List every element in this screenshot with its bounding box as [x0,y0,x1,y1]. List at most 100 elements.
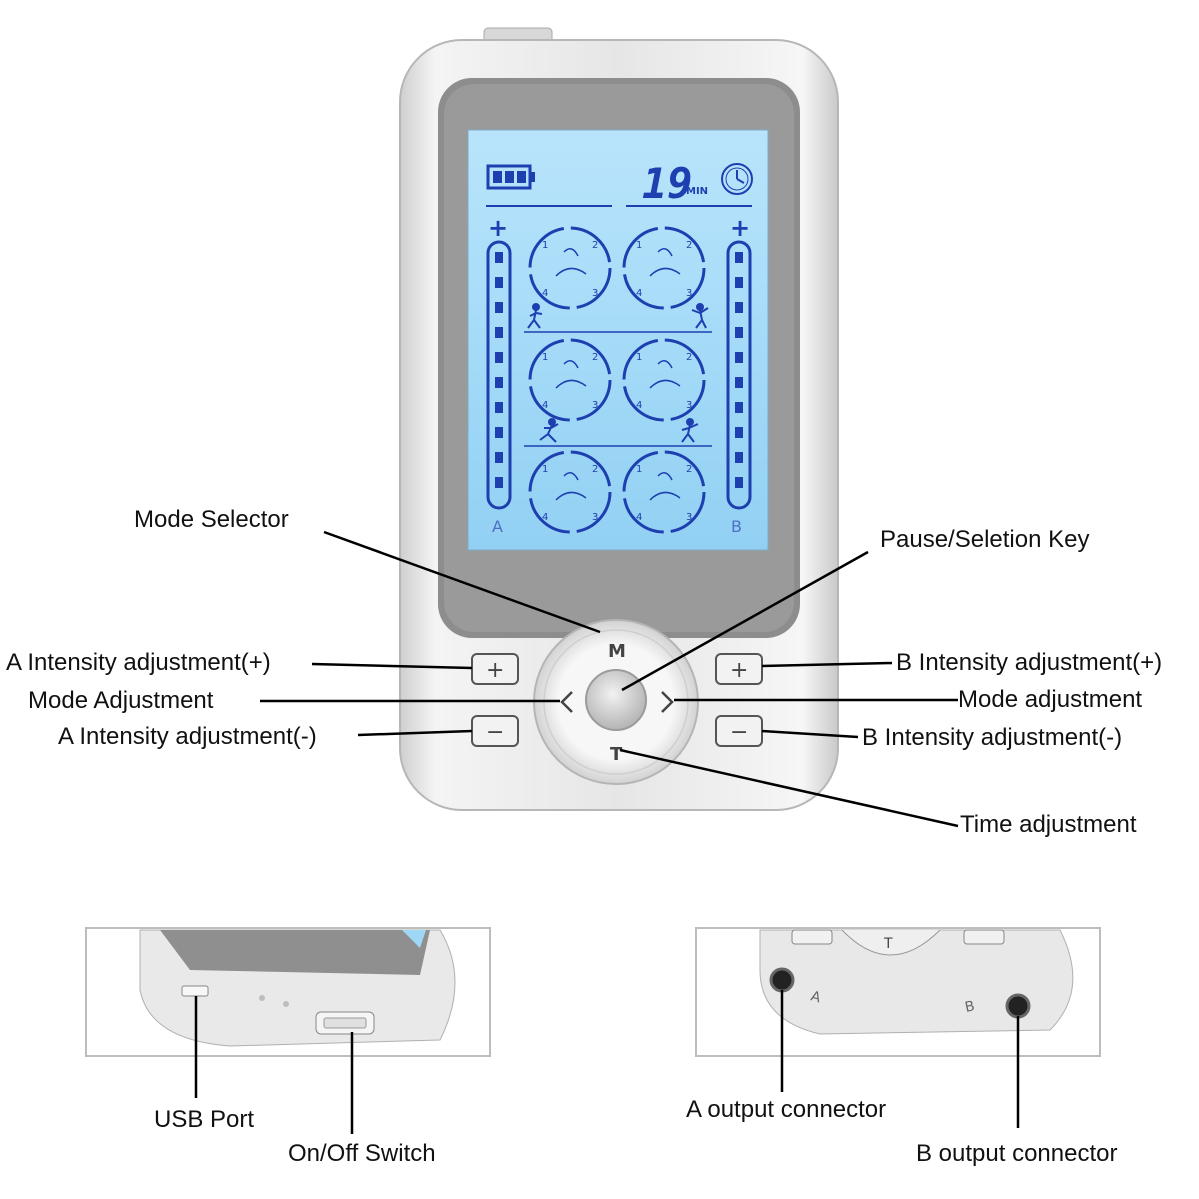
timer-unit: MIN [686,186,708,197]
b-plus-label: + [730,658,748,683]
mode-quadrant-number: 3 [686,512,692,523]
output-inset-device: T A B [759,929,1074,1035]
channel-b-segment [735,477,743,488]
label-pause-key: Pause/Seletion Key [880,526,1090,553]
channel-a-segment [495,402,503,413]
port-b-mark: B [964,998,977,1016]
a-plus-label: + [486,658,504,683]
mode-quadrant-number: 1 [636,240,642,251]
mode-quadrant-number: 4 [636,288,642,299]
leader-a-plus [311,662,473,670]
label-usb-port: USB Port [154,1106,255,1133]
mode-quadrant-number: 3 [686,288,692,299]
mode-quadrant-number: 3 [592,400,598,411]
channel-a-segment [495,427,503,438]
label-a-minus: A Intensity adjustment(-) [58,723,317,750]
mode-left-arrow-icon[interactable] [560,691,573,713]
usb-inset-device [139,929,456,1047]
body-part-icon [555,472,587,501]
mode-quadrant-number: 4 [542,512,548,523]
body-part-icon [649,472,681,501]
leader-b-minus [761,729,859,739]
label-b-output: B output connector [916,1140,1118,1167]
channel-a-plus: + [488,214,508,242]
channel-b-segment [735,327,743,338]
leader-lines [260,530,959,828]
timer-value: 19 [642,159,693,208]
label-a-output: A output connector [686,1096,887,1123]
channel-b-segment [735,452,743,463]
port-a-mark: A [809,988,823,1006]
a-minus-button[interactable]: − [471,715,519,747]
mode-key-m[interactable]: M [608,641,626,662]
label-b-minus: B Intensity adjustment(-) [862,724,1123,751]
mode-quadrant-number: 1 [636,352,642,363]
usb-port-slot [181,985,209,997]
mode-quadrant-number: 1 [636,464,642,475]
figure-icon-3 [539,418,559,443]
mode-circle-icon: 1 2 3 4 [528,338,612,422]
channel-a-intensity-bar [486,240,512,510]
mode-circle-icon: 1 2 3 4 [622,226,706,310]
mode-quadrant-number: 3 [592,288,598,299]
channel-b-segment [735,427,743,438]
label-mode-adjustment-left: Mode Adjustment [28,687,214,714]
channel-a-segment [495,277,503,288]
body-part-icon [555,248,587,277]
channel-b-segment [735,352,743,363]
label-a-plus: A Intensity adjustment(+) [6,649,271,676]
channel-a-segment [495,352,503,363]
pause-selection-key[interactable] [585,669,647,731]
lcd-screen [467,129,769,551]
port-a-jack [769,967,795,993]
channel-b-segment [735,252,743,263]
channel-b-segment [735,277,743,288]
b-plus-button[interactable]: + [715,653,763,685]
mode-quadrant-number: 4 [542,400,548,411]
leader-a-minus [357,729,473,737]
b-minus-label: − [730,720,748,745]
channel-a-segment [495,452,503,463]
a-minus-label: − [486,720,504,745]
body-part-icon [649,360,681,389]
body-part-icon [555,360,587,389]
figure-icon-1 [527,303,543,329]
mode-quadrant-number: 4 [636,512,642,523]
channel-a-segment [495,377,503,388]
channel-b-letter: B [731,517,742,536]
channel-b-segments [735,252,743,488]
mode-quadrant-number: 2 [592,352,598,363]
channel-a-segment [495,302,503,313]
channel-a-segment [495,327,503,338]
mode-quadrant-number: 2 [686,352,692,363]
channel-b-segment [735,302,743,313]
time-key-t[interactable]: T [610,744,623,765]
mode-quadrant-number: 2 [686,240,692,251]
mode-quadrant-number: 3 [592,512,598,523]
channel-a-letter: A [492,517,503,536]
figure-icon-2 [691,303,709,329]
battery-icon [486,164,535,190]
mode-right-arrow-icon[interactable] [661,691,674,713]
channel-a-segment [495,252,503,263]
channel-b-segment [735,402,743,413]
mode-quadrant-number: 1 [542,240,548,251]
mode-quadrant-number: 1 [542,352,548,363]
mode-circle-icon: 1 2 3 4 [622,338,706,422]
a-plus-button[interactable]: + [471,653,519,685]
label-onoff-switch: On/Off Switch [288,1140,436,1167]
mode-quadrant-number: 4 [542,288,548,299]
inset-t-key: T [883,936,893,952]
mode-quadrant-number: 4 [636,400,642,411]
mode-quadrant-number: 3 [686,400,692,411]
leader-pause-key [621,550,869,692]
b-minus-button[interactable]: − [715,715,763,747]
mode-quadrant-number: 1 [542,464,548,475]
label-mode-selector: Mode Selector [134,506,289,533]
